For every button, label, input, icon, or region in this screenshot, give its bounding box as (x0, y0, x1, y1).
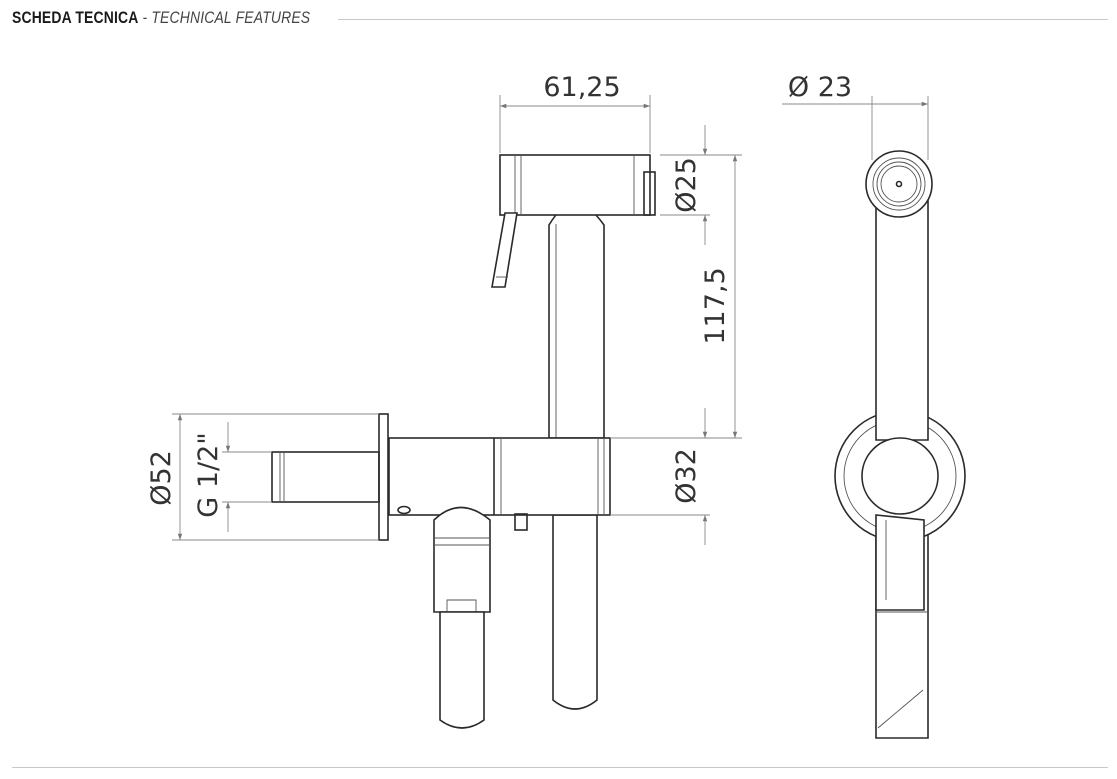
valve-screw (397, 505, 411, 515)
shower-handle (548, 203, 605, 439)
hose-left (439, 611, 485, 729)
dim-label-width: 61,25 (543, 72, 620, 103)
valve-body (388, 437, 611, 516)
front-view (271, 154, 656, 729)
side-lever (875, 514, 925, 611)
hose-elbow (433, 506, 491, 613)
thread-connector (271, 451, 380, 503)
dimension-lines (172, 95, 929, 545)
dim-label-diameter-32: Ø32 (671, 448, 702, 504)
header-separator: - (138, 8, 152, 27)
side-valve-circle (861, 437, 939, 515)
page-header: SCHEDA TECNICA - TECHNICAL FEATURES (12, 8, 310, 28)
dim-label-diameter-52: Ø52 (146, 450, 177, 506)
wall-flange (378, 413, 389, 541)
dim-label-diameter-23: Ø 23 (788, 72, 852, 103)
trigger-lever (491, 212, 518, 288)
dim-label-diameter-25: Ø25 (671, 157, 702, 213)
lower-hose (552, 514, 598, 710)
footer-rule (12, 767, 1108, 768)
header-title: SCHEDA TECNICA (12, 8, 139, 27)
side-view (834, 150, 966, 739)
shower-head-tip (643, 171, 656, 216)
shower-head (499, 154, 651, 216)
side-head-outer (865, 150, 933, 218)
header-subtitle: TECHNICAL FEATURES (151, 8, 311, 27)
dimension-labels: 61,25 Ø 23 Ø25 117,5 Ø32 Ø52 G 1/2" (146, 72, 852, 518)
dim-label-height: 117,5 (700, 267, 731, 344)
dim-label-thread: G 1/2" (193, 432, 224, 517)
header-rule (338, 19, 1108, 20)
valve-button (514, 513, 528, 531)
